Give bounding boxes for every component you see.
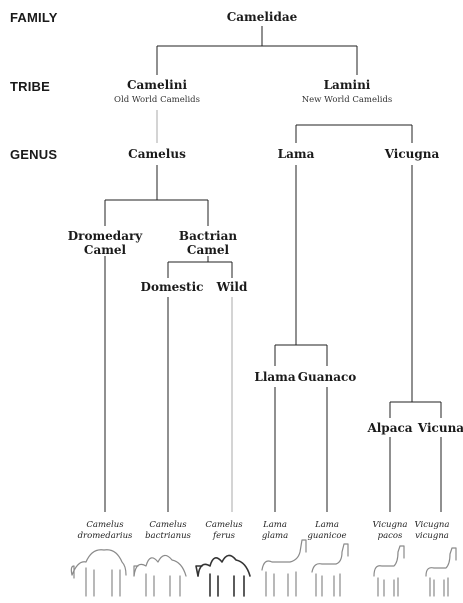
scientific-genus: Camelus [205, 520, 243, 530]
tribe-node-lamini: Lamini [323, 78, 371, 92]
tribe-subtitle-lamini: New World Camelids [301, 95, 393, 105]
scientific-genus: Camelus [149, 520, 187, 530]
scientific-genus: Vicugna [414, 520, 450, 530]
scientific-species: vicugna [415, 531, 449, 541]
species-label-line1: Dromedary [67, 229, 143, 243]
species-label-line1: Bactrian [178, 229, 238, 243]
bactrian-camel-icon [133, 554, 187, 597]
rank-label-genus: GENUS [10, 147, 58, 162]
scientific-name-lama-guanicoe: Lama guanicoe [297, 520, 357, 542]
scientific-name-vicugna-pacos: Vicugna pacos [360, 520, 420, 542]
scientific-genus: Camelus [86, 520, 124, 530]
scientific-name-camelus-ferus: Camelus ferus [194, 520, 254, 542]
species-node-guanaco: Guanaco [297, 370, 357, 384]
alpaca-icon [373, 545, 405, 597]
tribe-node-camelini: Camelini [126, 78, 188, 92]
scientific-species: dromedarius [77, 531, 133, 541]
scientific-species: bactrianus [145, 531, 191, 541]
scientific-name-lama-glama: Lama glama [245, 520, 305, 542]
rank-label-family: FAMILY [10, 10, 58, 25]
scientific-name-vicugna-vicugna: Vicugna vicugna [402, 520, 462, 542]
genus-node-lama: Lama [277, 147, 315, 161]
scientific-genus: Lama [315, 520, 339, 530]
species-node-llama: Llama [254, 370, 296, 384]
vicuna-icon [425, 547, 457, 597]
llama-icon [261, 539, 307, 597]
scientific-species: ferus [212, 531, 236, 541]
scientific-species: guanicoe [307, 531, 347, 541]
species-label-line2: Camel [186, 243, 230, 257]
scientific-species: glama [261, 531, 289, 541]
scientific-genus: Vicugna [372, 520, 408, 530]
bactrian-type-wild: Wild [216, 280, 248, 294]
scientific-name-camelus-dromedarius: Camelus dromedarius [75, 520, 135, 542]
species-label-line2: Camel [83, 243, 127, 257]
genus-node-vicugna: Vicugna [384, 147, 440, 161]
species-node-alpaca: Alpaca [367, 421, 413, 435]
rank-label-tribe: TRIBE [10, 79, 50, 94]
species-node-vicuna: Vicuna [417, 421, 463, 435]
dromedary-icon [70, 549, 127, 597]
wild-bactrian-camel-icon [195, 554, 251, 597]
scientific-species: pacos [377, 531, 403, 541]
scientific-genus: Lama [263, 520, 287, 530]
family-node-camelidae: Camelidae [226, 10, 298, 24]
guanaco-icon [311, 543, 349, 597]
scientific-name-camelus-bactrianus: Camelus bactrianus [138, 520, 198, 542]
species-node-dromedary: Dromedary Camel [60, 229, 150, 257]
species-node-bactrian: Bactrian Camel [168, 229, 248, 257]
tribe-subtitle-camelini: Old World Camelids [114, 95, 200, 105]
bactrian-type-domestic: Domestic [140, 280, 204, 294]
genus-node-camelus: Camelus [128, 147, 186, 161]
